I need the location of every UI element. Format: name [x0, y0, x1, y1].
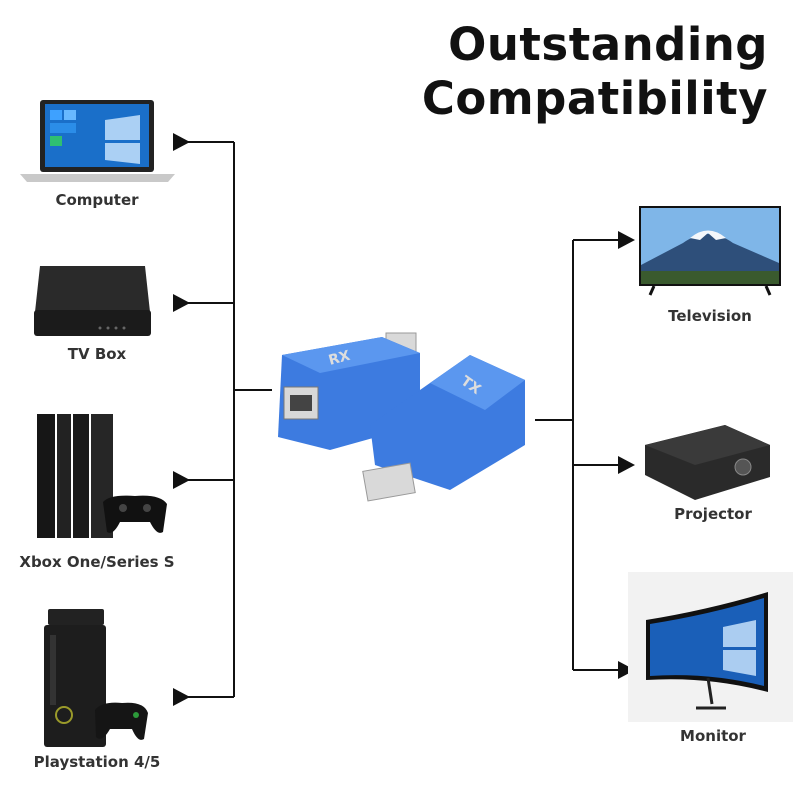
- label-monitor: Monitor: [680, 727, 746, 745]
- television-icon: [639, 206, 781, 296]
- arrow-icon: [173, 133, 190, 151]
- label-projector: Projector: [674, 505, 752, 523]
- transmitter-unit: TX: [362, 355, 525, 502]
- label-computer: Computer: [55, 191, 139, 209]
- game-console-icon: [44, 609, 148, 747]
- arrow-icon: [618, 231, 635, 249]
- label-tv-box: TV Box: [67, 345, 127, 363]
- label-xbox: Xbox One/Series S: [19, 553, 175, 571]
- rx-mark: RX: [327, 348, 352, 369]
- game-console-icon: [37, 414, 167, 538]
- arrow-icon: [618, 456, 635, 474]
- arrow-icon: [618, 661, 635, 679]
- arrow-icon: [173, 471, 190, 489]
- headline-line-2: Compatibility: [421, 72, 768, 125]
- label-television: Television: [668, 307, 752, 325]
- arrow-icon: [173, 294, 190, 312]
- arrow-icon: [173, 688, 190, 706]
- label-playstation: Playstation 4/5: [33, 753, 161, 771]
- projector-icon: [645, 425, 770, 500]
- monitor-icon: [628, 572, 793, 722]
- tv-box-icon: [34, 266, 151, 336]
- headline: Outstanding Compatibility: [422, 18, 768, 126]
- laptop-icon: [20, 100, 175, 182]
- headline-line-1: Outstanding: [448, 18, 768, 71]
- hdmi-extender-product: RX TX: [278, 332, 525, 502]
